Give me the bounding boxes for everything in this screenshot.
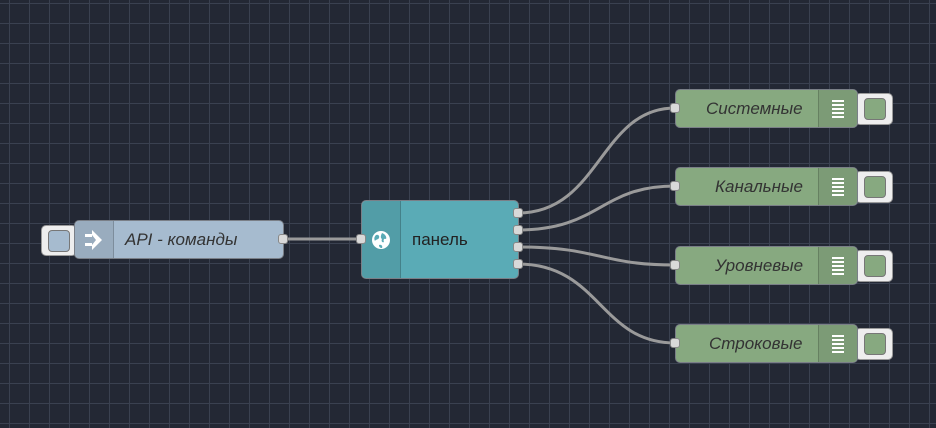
debug-input-port-channel[interactable] (670, 181, 680, 191)
inject-output-port[interactable] (278, 234, 288, 244)
inject-icon-area (75, 221, 114, 258)
wire-panel-to-level[interactable] (517, 245, 676, 267)
debug-input-port-system[interactable] (670, 103, 680, 113)
debug-node-system[interactable]: Системные (675, 89, 858, 128)
debug-list-icon (832, 334, 844, 353)
function-input-port[interactable] (356, 234, 366, 244)
inject-trigger-button-face[interactable] (48, 230, 70, 252)
debug-icon-area-channel (818, 168, 857, 205)
debug-toggle-button-channel[interactable] (855, 171, 893, 203)
inject-node[interactable]: API - команды (74, 220, 284, 259)
wire-panel-to-string[interactable] (517, 262, 676, 345)
function-icon-area (362, 201, 401, 278)
debug-list-icon (832, 99, 844, 118)
debug-icon-area-level (818, 247, 857, 284)
debug-input-port-level[interactable] (670, 260, 680, 270)
inject-node-label: API - команды (125, 229, 238, 249)
function-node-label: панель (412, 229, 468, 249)
globe-icon (372, 230, 390, 249)
debug-toggle-button-string[interactable] (855, 328, 893, 360)
debug-list-icon (832, 177, 844, 196)
inject-trigger-button[interactable] (41, 225, 77, 256)
wire-panel-to-system[interactable] (517, 106, 676, 215)
debug-node-channel[interactable]: Канальные (675, 167, 858, 206)
debug-toggle-face-system[interactable] (864, 98, 886, 120)
debug-toggle-face-string[interactable] (864, 333, 886, 355)
function-node-panel[interactable]: панель (361, 200, 519, 279)
function-output-port-2[interactable] (513, 225, 523, 235)
debug-icon-area-system (818, 90, 857, 127)
function-output-port-1[interactable] (513, 208, 523, 218)
debug-node-label-level: Уровневые (715, 255, 804, 275)
debug-node-string[interactable]: Строковые (675, 324, 858, 363)
function-output-port-3[interactable] (513, 242, 523, 252)
debug-toggle-button-system[interactable] (855, 93, 893, 125)
inject-arrow-icon (85, 229, 102, 250)
wire-panel-to-channel[interactable] (517, 184, 676, 232)
debug-node-label-channel: Канальные (715, 176, 803, 196)
debug-toggle-button-level[interactable] (855, 250, 893, 282)
function-output-port-4[interactable] (513, 259, 523, 269)
debug-node-label-string: Строковые (709, 333, 803, 353)
debug-toggle-face-channel[interactable] (864, 176, 886, 198)
debug-node-level[interactable]: Уровневые (675, 246, 858, 285)
debug-input-port-string[interactable] (670, 338, 680, 348)
debug-list-icon (832, 256, 844, 275)
debug-icon-area-string (818, 325, 857, 362)
debug-node-label-system: Системные (706, 98, 803, 118)
debug-toggle-face-level[interactable] (864, 255, 886, 277)
